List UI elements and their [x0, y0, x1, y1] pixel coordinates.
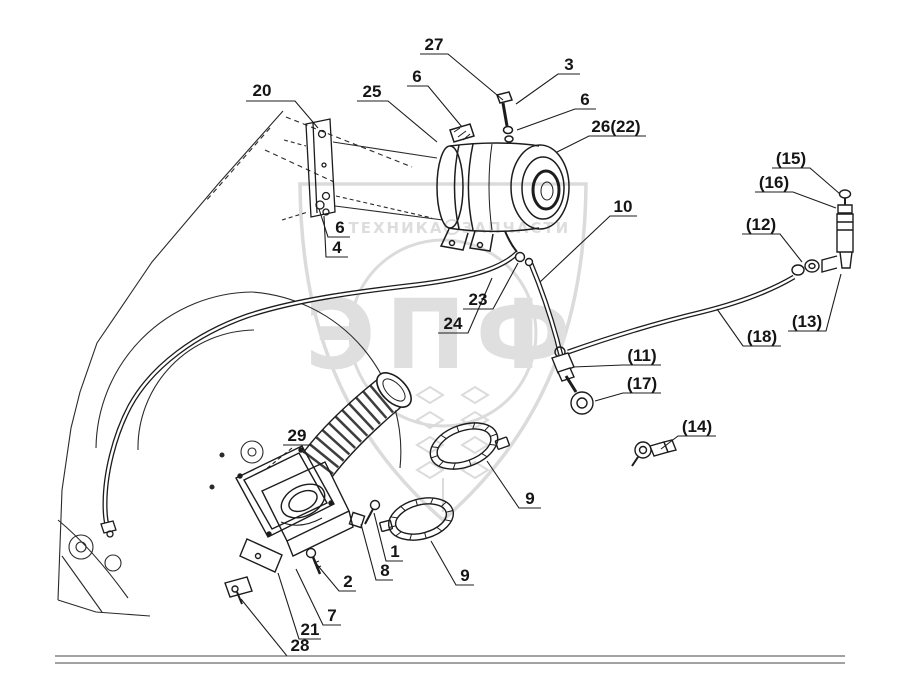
callout-leaders [240, 53, 842, 657]
flange-fitting-17 [570, 391, 594, 415]
callout-6-bracket: 6 [335, 218, 344, 237]
hose-clamp-lower [379, 497, 454, 541]
callout-23: 23 [469, 290, 488, 309]
plate-28 [224, 576, 253, 598]
callout-21: 21 [301, 620, 320, 639]
callout-17: (17) [627, 374, 657, 393]
mounting-bracket-20 [305, 118, 336, 218]
callout-13: (13) [792, 312, 822, 331]
filter-end-cap [510, 144, 570, 230]
washer-8 [348, 511, 366, 529]
watermark-main-text: ЭПФ [305, 279, 581, 391]
callout-8: 8 [380, 561, 389, 580]
washer-4 [322, 208, 330, 216]
callout-2: 2 [343, 572, 352, 591]
callout-6-right: 6 [580, 90, 589, 109]
machine-frame-sketch [57, 110, 444, 617]
callout-12: (12) [746, 215, 776, 234]
bracket-7 [239, 538, 283, 573]
callout-6-top: 6 [412, 67, 421, 86]
watermark-text-left: ТЕХНИКА [348, 219, 443, 237]
callout-18: (18) [747, 327, 777, 346]
callout-9-lower: 9 [460, 566, 469, 585]
fitting-23 [514, 251, 534, 267]
duct-body-21 [261, 461, 350, 542]
callout-4: 4 [332, 238, 342, 257]
bolt-27 [496, 91, 513, 104]
watermark: ТЕХНИКА ЗАПЧАСТИ ЭПФ [298, 182, 588, 523]
callout-10: 10 [614, 197, 633, 216]
watermark-text-right: ЗАПЧАСТИ [462, 219, 570, 237]
screw-2 [305, 547, 317, 559]
callout-28: 28 [291, 636, 310, 655]
air-filter-assembly [436, 91, 570, 253]
hose-24 [100, 251, 519, 538]
nut-16 [837, 204, 853, 214]
elbow-fitting-14 [631, 439, 677, 467]
filter-band-25 [453, 144, 460, 230]
intake-housing [224, 445, 381, 605]
hose-18 [567, 274, 796, 355]
bolt-1 [369, 499, 381, 511]
callout-9-upper: 9 [525, 489, 534, 508]
callout-20: 20 [253, 81, 272, 100]
callout-26-22: 26(22) [591, 117, 640, 136]
callout-11: (11) [627, 346, 656, 365]
callout-1: 1 [390, 542, 399, 561]
watermark-wheat-ornament [415, 385, 490, 512]
gasket-frame-29 [235, 445, 335, 538]
washer-6-upper [502, 125, 514, 135]
cap-15 [838, 189, 852, 199]
callout-labels: 20 27 3 6 25 6 26(22) (15) (16) (12) 10 … [253, 35, 823, 655]
fitting-body-13 [836, 213, 854, 253]
callout-14: (14) [682, 417, 712, 436]
callout-29: 29 [288, 426, 307, 445]
callout-24: 24 [444, 314, 463, 333]
callout-7: 7 [327, 606, 336, 625]
callout-15: (15) [776, 149, 806, 168]
callout-3: 3 [564, 55, 573, 74]
right-fitting-stack [791, 189, 854, 276]
bolt-6-lower [315, 200, 325, 210]
callout-27: 27 [425, 35, 444, 54]
callout-16: (16) [759, 173, 789, 192]
callout-25: 25 [363, 82, 382, 101]
hose-clamp-upper [429, 422, 510, 470]
footer-rule [55, 655, 845, 664]
nut-12 [804, 259, 820, 273]
